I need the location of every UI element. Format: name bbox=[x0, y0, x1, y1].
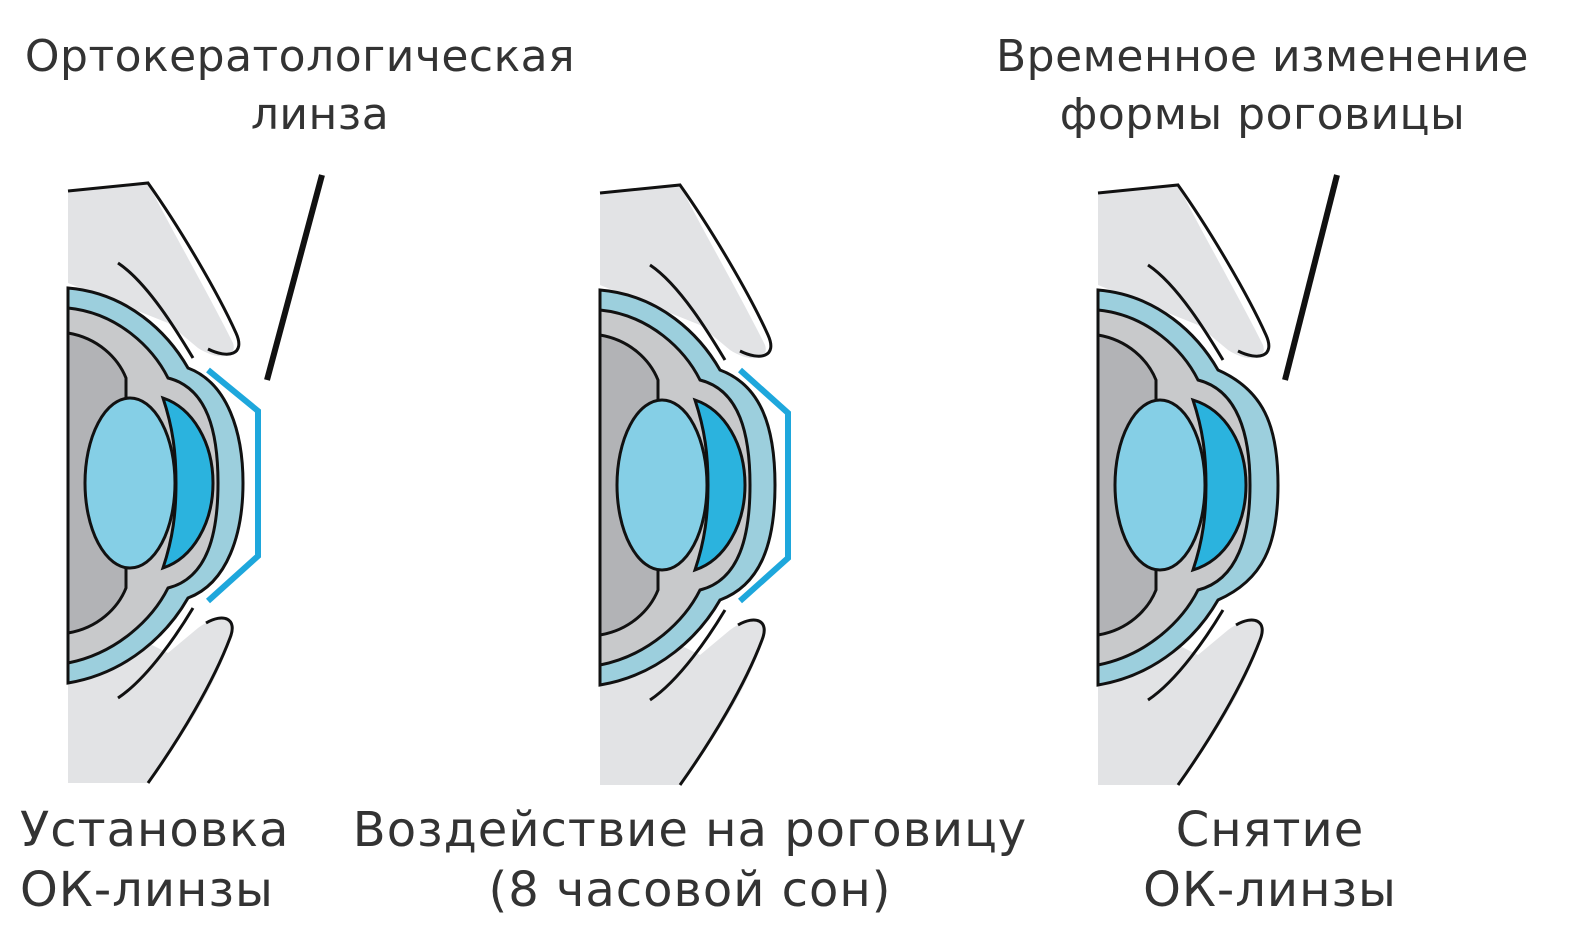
lens-label-line1: Ортокератологическая bbox=[24, 31, 576, 82]
eye-panel-installation bbox=[66, 181, 261, 784]
cornea-change-label-line2: формы роговицы bbox=[1059, 89, 1466, 140]
caption-overnight-line2: (8 часовой сон) bbox=[488, 862, 892, 918]
lens-label-line2: линза bbox=[250, 89, 390, 140]
eye-panel-removal bbox=[1096, 183, 1280, 786]
caption-installation-line1: Установка bbox=[20, 802, 290, 858]
caption-removal-line1: Снятие bbox=[1175, 802, 1365, 858]
caption-removal-line2: ОК-линзы bbox=[1143, 862, 1397, 918]
caption-installation: Установка ОК-линзы bbox=[20, 800, 320, 920]
cornea-pointer-line bbox=[1282, 174, 1340, 381]
cornea-change-label-line1: Временное изменение bbox=[996, 31, 1529, 82]
cornea-change-label: Временное изменение формы роговицы bbox=[990, 28, 1535, 144]
caption-overnight-line1: Воздействие на роговицу bbox=[352, 802, 1028, 858]
lens-label: Ортокератологическая линза bbox=[20, 28, 580, 144]
lens-pointer-line bbox=[264, 174, 325, 381]
caption-installation-line2: ОК-линзы bbox=[20, 862, 274, 918]
caption-removal: Снятие ОК-линзы bbox=[1120, 800, 1420, 920]
eye-panel-overnight bbox=[598, 183, 791, 786]
caption-overnight: Воздействие на роговицу (8 часовой сон) bbox=[340, 800, 1040, 920]
